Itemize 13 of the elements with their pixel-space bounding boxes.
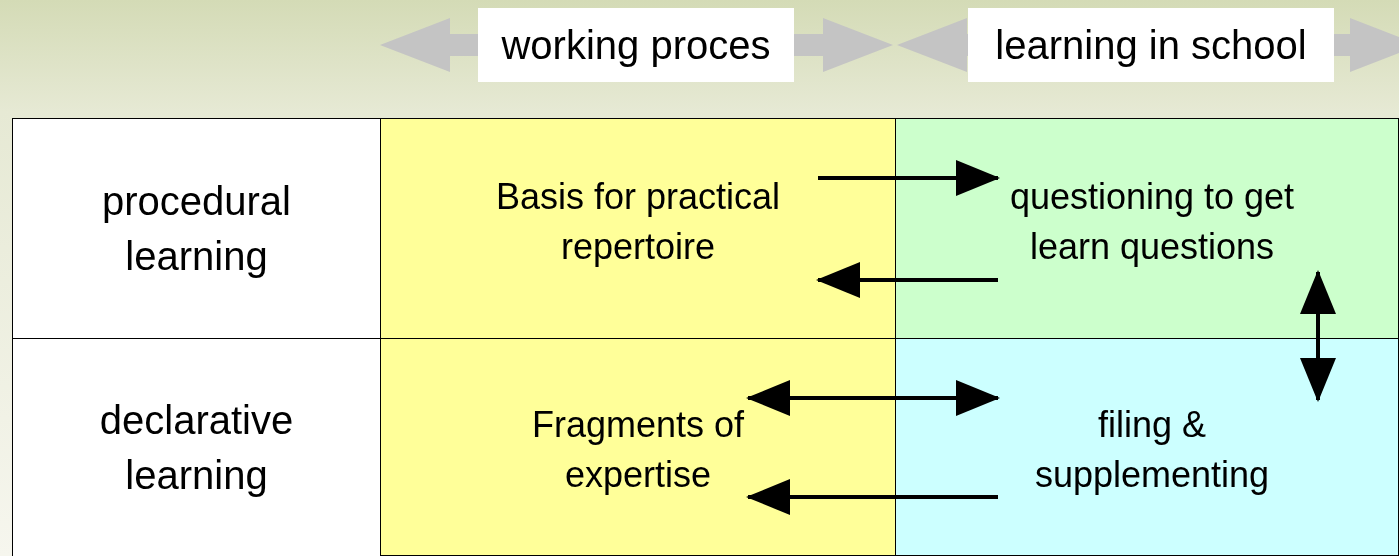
arrow — [746, 479, 998, 515]
column-header: learning in school — [968, 8, 1334, 82]
row-label: declarative learning — [12, 338, 381, 556]
cell-text: questioning to get learn questions — [1000, 172, 1304, 272]
cell-text: Fragments of expertise — [530, 400, 746, 500]
arrow — [818, 160, 1000, 196]
cell-text: filing & supplementing — [1000, 400, 1304, 500]
arrow — [746, 380, 1000, 416]
cell-text: Basis for practical repertoire — [460, 172, 816, 272]
row-label: procedural learning — [12, 118, 381, 339]
arrow — [1300, 270, 1336, 402]
arrow — [816, 262, 998, 298]
column-header: working proces — [478, 8, 794, 82]
